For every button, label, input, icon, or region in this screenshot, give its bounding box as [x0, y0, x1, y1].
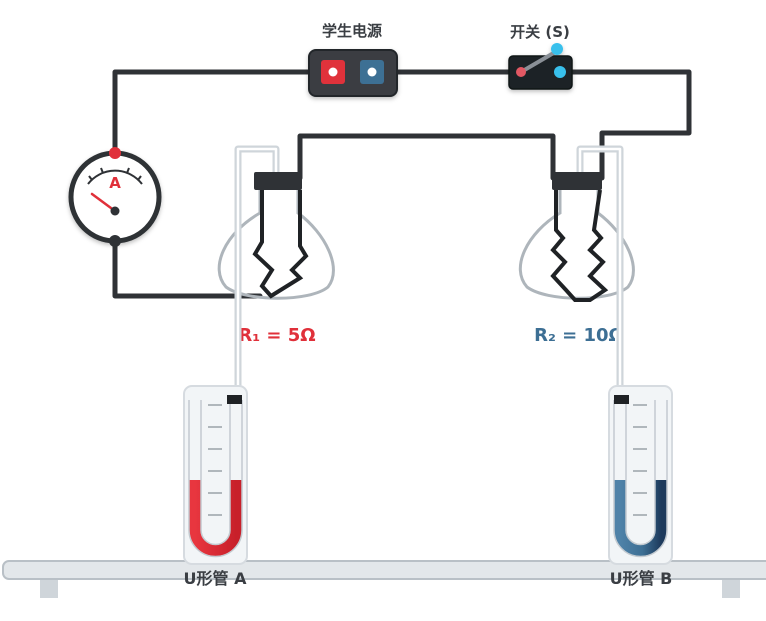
tube-b-cap — [614, 395, 629, 404]
ammeter-positive-terminal-icon — [109, 147, 121, 159]
ammeter[interactable] — [68, 147, 162, 247]
wire-ammeter-to-left — [112, 238, 263, 299]
flask-r1-stopper — [254, 172, 302, 190]
switch-contact-icon — [554, 66, 566, 78]
power-supply[interactable] — [308, 49, 398, 97]
flask-r1 — [217, 172, 335, 300]
u-tube-a — [183, 385, 248, 565]
switch-pivot-icon — [516, 67, 526, 77]
switch[interactable] — [508, 43, 573, 90]
ammeter-label: A — [109, 174, 121, 192]
flask-r2 — [518, 172, 635, 302]
ammeter-negative-terminal-icon — [109, 235, 121, 247]
wire-ammeter-to-supply — [112, 69, 314, 156]
tube-a-cap — [227, 395, 242, 404]
power-supply-label: 学生电源 — [322, 22, 382, 40]
air-tube-a — [234, 145, 280, 388]
ammeter-needle — [90, 192, 117, 213]
switch-blade — [519, 49, 559, 74]
tube-b-label: U形管 B — [610, 569, 673, 588]
flask-r2-stopper — [552, 172, 602, 190]
switch-label: 开关 (S) — [510, 23, 570, 41]
resistor-r1-coil — [252, 190, 309, 299]
wire-switch-to-right — [569, 69, 692, 181]
air-tube-b — [576, 145, 624, 388]
lab-bench — [2, 560, 766, 598]
u-tube-b — [608, 385, 673, 565]
scale-b — [633, 404, 647, 516]
tube-a-label: U形管 A — [184, 569, 248, 588]
r1-label: R₁ = 5Ω — [238, 325, 315, 346]
wire-series-link — [297, 133, 556, 181]
r2-label: R₂ = 10Ω — [534, 325, 624, 346]
scale-a — [208, 404, 222, 516]
switch-handle-icon — [551, 43, 563, 55]
resistor-r2-coil — [550, 189, 609, 302]
